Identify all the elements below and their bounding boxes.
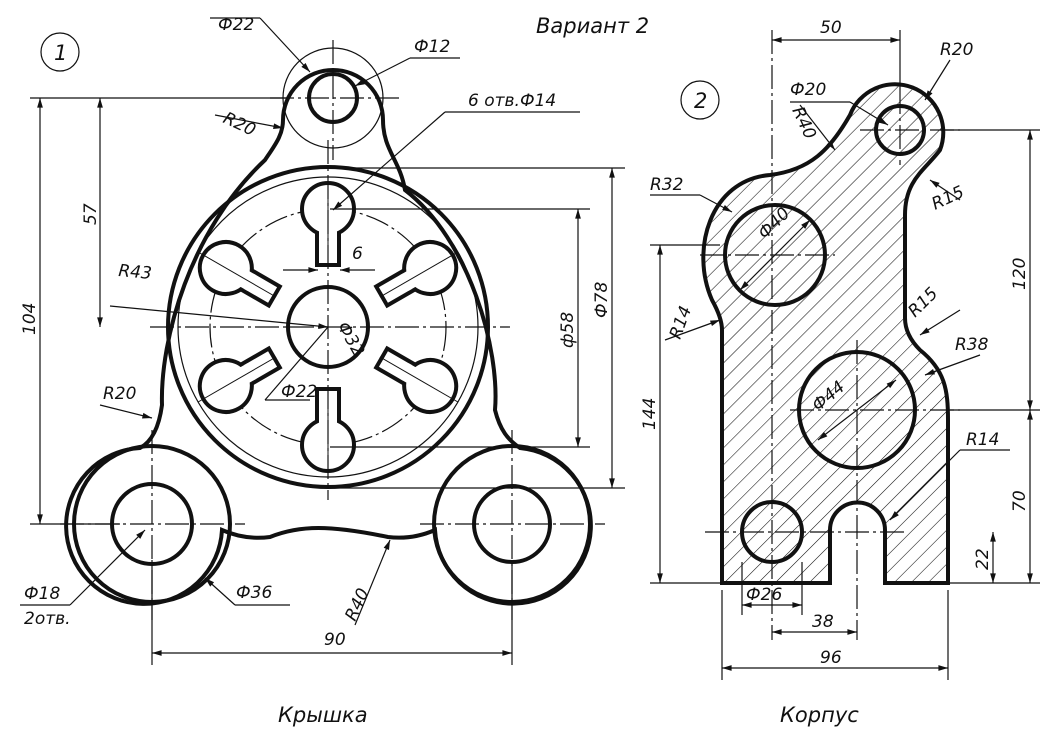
keyhole-slot <box>197 345 283 414</box>
dim-2-holes: 2отв. <box>24 609 71 629</box>
part2-name: Корпус <box>780 703 859 727</box>
dim-d58: ф58 <box>558 312 578 348</box>
part2-number-circle <box>680 80 720 120</box>
dim-104: 104 <box>20 303 40 335</box>
dim-d22-center: Ф22 <box>281 382 317 402</box>
part1-number-circle <box>40 32 80 72</box>
keyhole-slot <box>373 345 459 414</box>
dim-r20-left: R20 <box>103 384 136 404</box>
dim-slot-width-6: 6 <box>352 244 363 264</box>
dim-r32: R32 <box>650 175 683 195</box>
dim-r14-left: R14 <box>666 303 696 341</box>
variant-title: Вариант 2 <box>536 14 649 38</box>
dim-r38: R38 <box>955 335 989 355</box>
dim-50: 50 <box>820 18 842 38</box>
dim-d32: Ф32 <box>333 319 368 360</box>
dim-22: 22 <box>973 548 993 570</box>
dim-r15-top: R15 <box>929 182 968 214</box>
dim-144: 144 <box>640 398 660 430</box>
dim-r14-right: R14 <box>966 430 999 450</box>
part2-number: 2 <box>694 89 707 113</box>
part1-dimension-lines <box>20 17 625 665</box>
dim-d22-top: Ф22 <box>218 15 254 35</box>
dim-96: 96 <box>820 648 842 668</box>
dim-r20: R20 <box>940 40 973 60</box>
dim-d20: Ф20 <box>790 80 826 100</box>
part2-body: 2 50 R20 Ф20 R40 R32 Ф40 R15 120 R14 144… <box>640 18 1040 727</box>
dim-d26: Ф26 <box>746 585 782 605</box>
dim-38: 38 <box>812 612 834 632</box>
dim-120: 120 <box>1010 258 1030 290</box>
part1-name: Крышка <box>278 703 368 727</box>
dim-90: 90 <box>324 630 346 650</box>
dim-r43: R43 <box>118 261 153 284</box>
dim-r20-top: R20 <box>220 108 259 140</box>
dim-d78: Ф78 <box>592 282 612 318</box>
dim-r15-mid: R15 <box>904 284 942 322</box>
dim-d12: Ф12 <box>414 37 450 57</box>
part1-cover: 1 Ф22 Ф12 <box>20 15 625 727</box>
dim-d18: Ф18 <box>24 584 60 604</box>
keyhole-slot <box>373 240 459 309</box>
part2-dimension-lines <box>650 30 1040 680</box>
dim-70: 70 <box>1010 490 1030 512</box>
dim-57: 57 <box>81 203 101 225</box>
keyhole-slot <box>197 240 283 309</box>
body-contour <box>701 82 950 585</box>
dim-r40: R40 <box>787 104 819 143</box>
part1-number: 1 <box>54 41 67 65</box>
dim-d36: Ф36 <box>236 583 272 603</box>
dim-6-holes: 6 отв.Ф14 <box>468 91 556 111</box>
